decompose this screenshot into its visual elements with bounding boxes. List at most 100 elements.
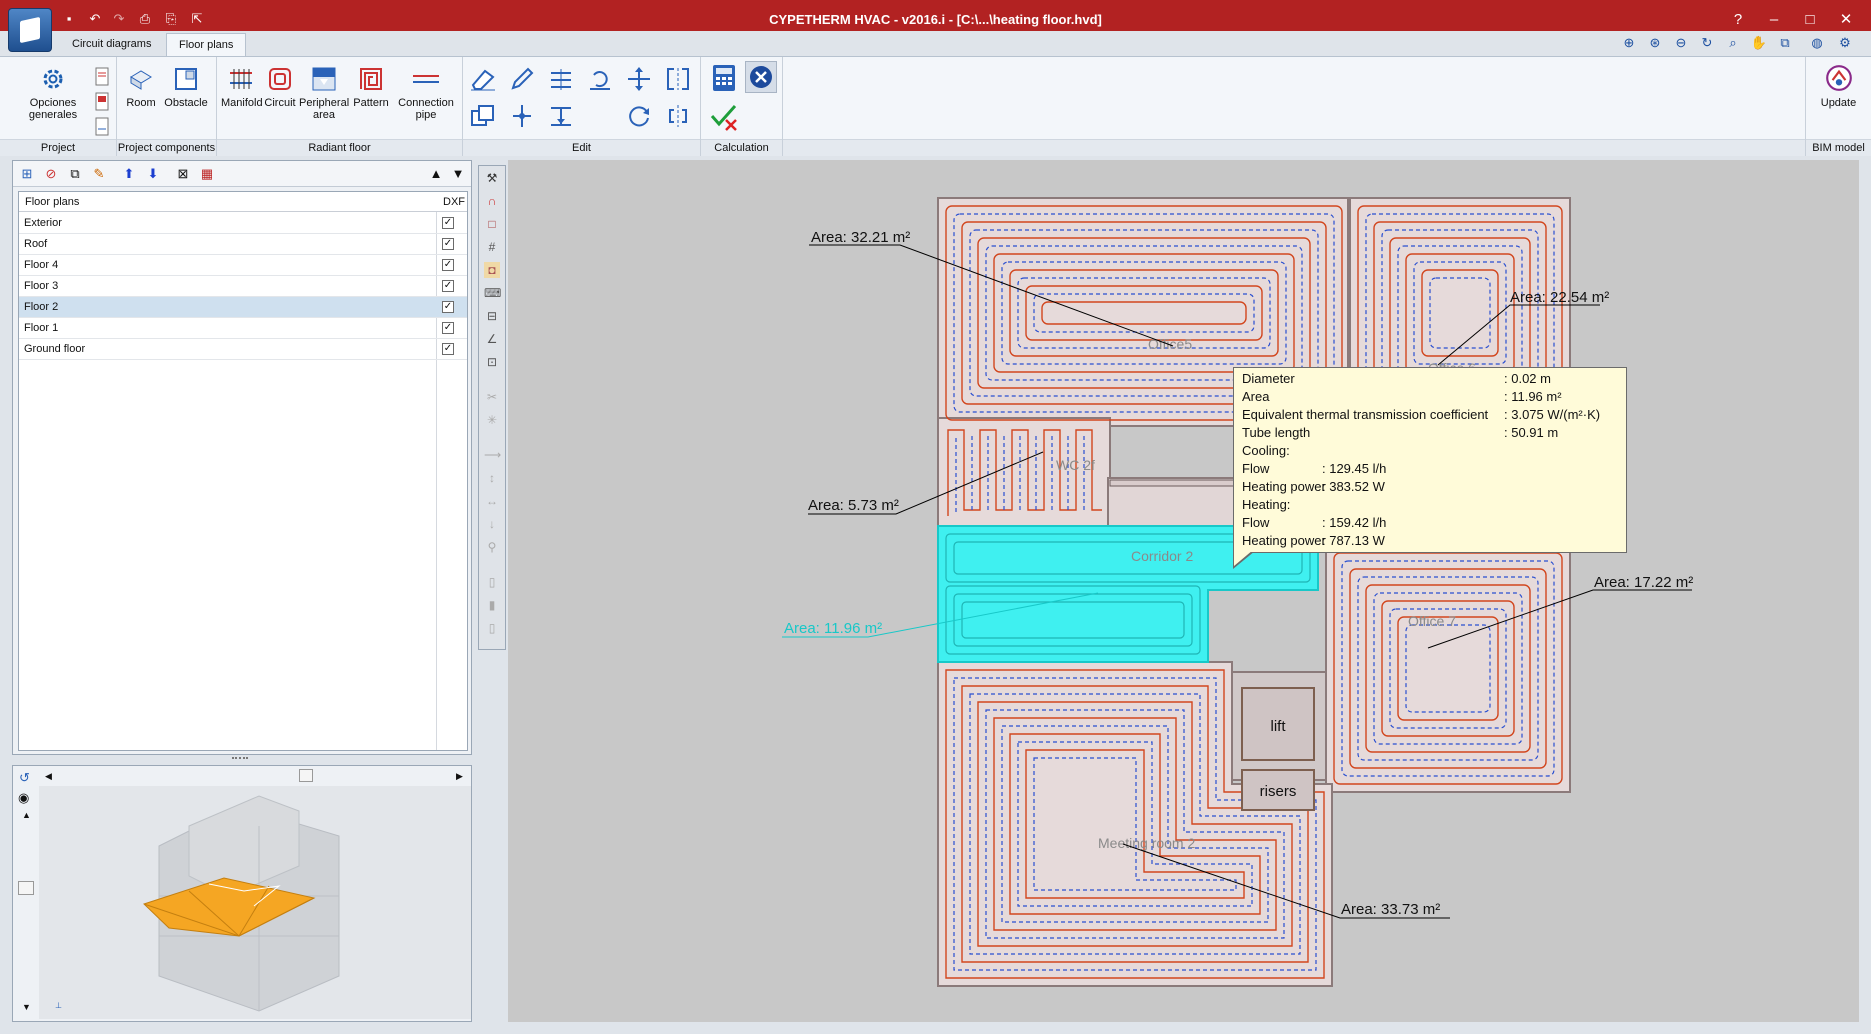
- table-row[interactable]: Exterior ✓: [19, 213, 467, 234]
- link-icon[interactable]: ⚲: [487, 540, 497, 554]
- zoom-out-icon[interactable]: ⊖: [1675, 35, 1687, 50]
- update-button[interactable]: Update: [1816, 63, 1861, 109]
- rotate-arrow-icon[interactable]: [625, 102, 653, 130]
- rotate-icon[interactable]: [586, 65, 614, 93]
- panel-splitter[interactable]: [232, 757, 248, 761]
- globe-icon[interactable]: ◍: [1811, 35, 1823, 50]
- vertical-scroll-thumb[interactable]: [18, 881, 34, 895]
- pattern-button[interactable]: Pattern: [351, 65, 391, 109]
- keyboard-icon[interactable]: ⌨: [484, 286, 502, 300]
- close-button[interactable]: ✕: [1839, 11, 1853, 28]
- maximize-button[interactable]: □: [1805, 11, 1815, 28]
- arrow-right-icon[interactable]: ⟶: [484, 448, 502, 462]
- general-options-button[interactable]: Opciones generales: [22, 65, 84, 121]
- obstacle-button[interactable]: Obstacle: [161, 65, 211, 109]
- minimize-button[interactable]: –: [1769, 11, 1779, 28]
- layer-2-icon[interactable]: ▮: [488, 598, 496, 612]
- snap-point-icon[interactable]: ◘: [484, 262, 500, 278]
- redraw-icon[interactable]: ↻: [1701, 35, 1713, 50]
- mirror-copy-icon[interactable]: [664, 102, 692, 130]
- manifold-button[interactable]: Manifold: [221, 65, 263, 109]
- dxf-import-icon[interactable]: ⊠: [177, 166, 189, 181]
- calculator-icon[interactable]: [709, 63, 739, 93]
- scroll-up-arrow[interactable]: ▲: [22, 810, 31, 820]
- move-vertex-icon[interactable]: [508, 102, 536, 130]
- tab-floor-plans[interactable]: Floor plans: [166, 33, 247, 56]
- move-down-icon[interactable]: ⬇: [147, 166, 159, 181]
- dxf-checkbox[interactable]: ✓: [442, 322, 454, 334]
- arrow-horizontal-icon[interactable]: ↔: [486, 494, 498, 508]
- table-row[interactable]: Roof ✓: [19, 234, 467, 255]
- print-setup-icon[interactable]: ⎘: [165, 11, 177, 26]
- table-row-selected[interactable]: Floor 2 ✓: [19, 297, 467, 318]
- cancel-calculation-button[interactable]: [745, 61, 777, 93]
- print-icon[interactable]: ⎙: [139, 11, 151, 26]
- document-settings-icon[interactable]: [90, 115, 114, 139]
- redo-icon[interactable]: ↷: [113, 11, 125, 26]
- scroll-down-arrow[interactable]: ▼: [22, 1002, 31, 1012]
- horizontal-scroll-thumb[interactable]: [299, 769, 313, 782]
- copy-icon[interactable]: [469, 102, 497, 130]
- expand-down-icon[interactable]: ▼: [451, 166, 465, 181]
- arrow-vertical-icon[interactable]: ↕: [489, 471, 495, 485]
- view-icon[interactable]: ⧉: [1780, 35, 1790, 50]
- zoom-window-icon[interactable]: ⊕: [1623, 35, 1635, 50]
- align-icon[interactable]: [547, 65, 575, 93]
- move-icon[interactable]: [625, 65, 653, 93]
- mirror-icon[interactable]: [664, 65, 692, 93]
- document-list-icon[interactable]: [90, 90, 114, 114]
- dxf-checkbox[interactable]: ✓: [442, 343, 454, 355]
- dxf-checkbox[interactable]: ✓: [442, 217, 454, 229]
- table-row[interactable]: Floor 1 ✓: [19, 318, 467, 339]
- magnet-icon[interactable]: ∩: [487, 194, 497, 208]
- eye-icon[interactable]: ◉: [18, 790, 30, 805]
- floor-plan-canvas[interactable]: .wall { fill: #e6dada; stroke: #8b7a7a; …: [508, 160, 1859, 1022]
- dxf-checkbox[interactable]: ✓: [442, 259, 454, 271]
- add-floor-icon[interactable]: ⊞: [21, 166, 33, 181]
- help-button[interactable]: ?: [1733, 11, 1743, 28]
- room-button[interactable]: Room: [123, 65, 159, 109]
- delete-floor-icon[interactable]: ⊘: [45, 166, 57, 181]
- grid-icon[interactable]: #: [488, 240, 496, 254]
- arrow-down-icon[interactable]: ↓: [489, 517, 495, 531]
- erase-icon[interactable]: [469, 65, 497, 93]
- table-row[interactable]: Floor 4 ✓: [19, 255, 467, 276]
- table-row[interactable]: Floor 3 ✓: [19, 276, 467, 297]
- extend-icon[interactable]: ✳: [486, 413, 498, 427]
- dxf-checkbox[interactable]: ✓: [442, 301, 454, 313]
- options-icon[interactable]: ⚙: [1839, 35, 1851, 50]
- rectangle-icon[interactable]: □: [488, 217, 496, 231]
- document-icon[interactable]: [90, 65, 114, 89]
- layer-icon[interactable]: ▯: [488, 575, 496, 589]
- reference-icon[interactable]: ⊡: [486, 355, 498, 369]
- dxf-grid-icon[interactable]: ▦: [200, 166, 214, 181]
- pan-icon[interactable]: ✋: [1750, 35, 1768, 50]
- copy-floor-icon[interactable]: ⧉: [70, 166, 80, 181]
- collapse-up-icon[interactable]: ▲: [429, 166, 443, 181]
- tab-circuit-diagrams[interactable]: Circuit diagrams: [72, 38, 152, 50]
- dxf-checkbox[interactable]: ✓: [442, 280, 454, 292]
- stretch-icon[interactable]: [547, 102, 575, 130]
- dimension-icon[interactable]: ⊟: [486, 309, 498, 323]
- tools-icon[interactable]: ⚒: [486, 171, 498, 185]
- connection-pipe-button[interactable]: Connection pipe: [395, 65, 457, 121]
- edit-pencil-icon[interactable]: [508, 65, 536, 93]
- rotate-view-icon[interactable]: ↺: [19, 770, 30, 785]
- edit-floor-icon[interactable]: ✎: [93, 166, 105, 181]
- peripheral-area-button[interactable]: Peripheral area: [299, 65, 349, 121]
- move-up-icon[interactable]: ⬆: [123, 166, 135, 181]
- check-icon[interactable]: [709, 102, 739, 132]
- scroll-left-arrow[interactable]: ◀: [45, 771, 52, 781]
- scroll-right-arrow[interactable]: ▶: [456, 771, 463, 781]
- app-logo-icon[interactable]: [8, 8, 52, 52]
- 3d-model-view[interactable]: ⊥: [39, 786, 471, 1019]
- undo-icon[interactable]: ↶: [89, 11, 101, 26]
- zoom-all-icon[interactable]: ⊛: [1649, 35, 1661, 50]
- table-row[interactable]: Ground floor ✓: [19, 339, 467, 360]
- layer-3-icon[interactable]: ▯: [488, 621, 496, 635]
- save-icon[interactable]: ▪: [66, 11, 72, 26]
- angle-icon[interactable]: ∠: [486, 332, 498, 346]
- trim-icon[interactable]: ✂: [486, 390, 498, 404]
- circuit-button[interactable]: Circuit: [263, 65, 297, 109]
- zoom-icon[interactable]: ⌕: [1729, 35, 1737, 50]
